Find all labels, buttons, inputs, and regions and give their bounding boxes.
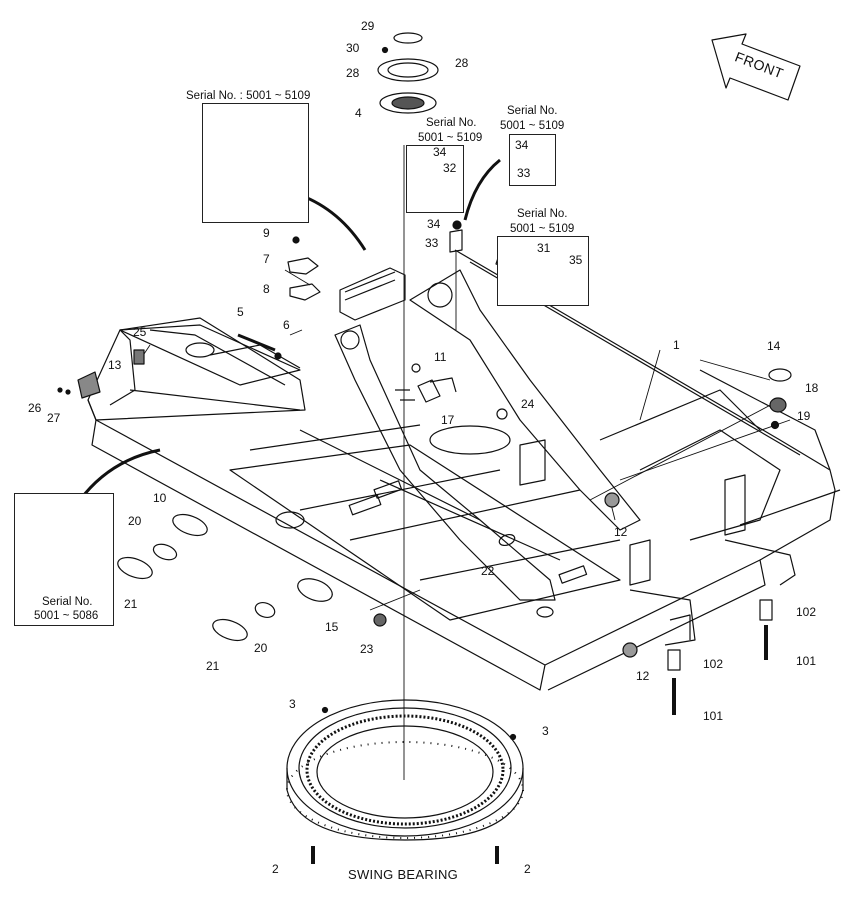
serial-box-mid-upper-left-title: Serial No. [426,117,477,129]
callout-6: 6 [283,318,290,332]
callout-102-a: 102 [796,605,817,619]
callout-21-b: 21 [206,659,220,673]
callout-29: 29 [361,19,375,33]
leader-lines [78,145,791,780]
callout-27: 27 [47,411,61,425]
callout-25: 25 [133,325,147,339]
serial-box-top-left [202,103,309,223]
callout-11: 11 [434,350,447,364]
swing-bearing [286,699,524,864]
serial-box-mid-upper-right-title: Serial No. [507,105,558,117]
serial-box-mid-right-title: Serial No. [517,208,568,220]
callout-30: 30 [346,41,360,55]
callout-20-a: 20 [128,514,142,528]
callout-102-b: 102 [703,657,724,671]
callout-12-b: 12 [636,669,650,683]
serial-box-mid-upper-left [406,145,464,213]
serial-box-bottom-left-title: Serial No. [42,596,93,608]
callout-9: 9 [263,226,270,240]
serial-box-mid-right [497,236,589,306]
serial-box-bottom-left-range: 5001 ~ 5086 [34,610,99,622]
serial-box-mid-upper-right [509,134,556,186]
serial-box-top-left-title: Serial No. : 5001 ~ 5109 [186,90,311,102]
callout-23: 23 [360,642,374,656]
callout-7: 7 [263,252,270,266]
callout-18: 18 [805,381,819,395]
callout-1: 1 [673,338,680,352]
callout-13: 13 [108,358,122,372]
callout-20-b: 20 [254,641,268,655]
callout-8: 8 [263,282,270,296]
callout-31: 31 [537,241,551,255]
callout-22: 22 [481,564,495,578]
callout-101-b: 101 [703,709,724,723]
upper-frame-outline [87,249,841,691]
callout-101-a: 101 [796,654,817,668]
callout-33-b: 33 [425,236,439,250]
callout-34-b: 34 [515,138,529,152]
callout-34-a: 34 [433,145,447,159]
callout-2-b: 2 [524,862,531,876]
callout-2-a: 2 [272,862,279,876]
serial-box-bottom-left [14,493,114,626]
front-arrow-icon [711,33,801,101]
serial-box-mid-right-range: 5001 ~ 5109 [510,223,575,235]
callout-26: 26 [28,401,42,415]
callout-5: 5 [237,305,244,319]
callout-28-left: 28 [346,66,360,80]
callout-10: 10 [153,491,167,505]
callout-34-c: 34 [427,217,441,231]
callout-12-a: 12 [614,525,628,539]
serial-box-mid-upper-left-range: 5001 ~ 5109 [418,132,483,144]
hardware-parts [57,32,792,715]
serial-box-mid-upper-right-range: 5001 ~ 5109 [500,120,565,132]
swing-bearing-caption: SWING BEARING [348,867,459,882]
callout-4: 4 [355,106,362,120]
callout-3-a: 3 [289,697,296,711]
callout-35: 35 [569,253,583,267]
callout-32: 32 [443,161,457,175]
callout-14: 14 [767,339,781,353]
callout-17: 17 [441,413,455,427]
callout-24: 24 [521,397,535,411]
callout-19: 19 [797,409,811,423]
callout-28-right: 28 [455,56,469,70]
callout-15: 15 [325,620,339,634]
callout-21-a: 21 [124,597,138,611]
callout-33-a: 33 [517,166,531,180]
callout-3-b: 3 [542,724,549,738]
